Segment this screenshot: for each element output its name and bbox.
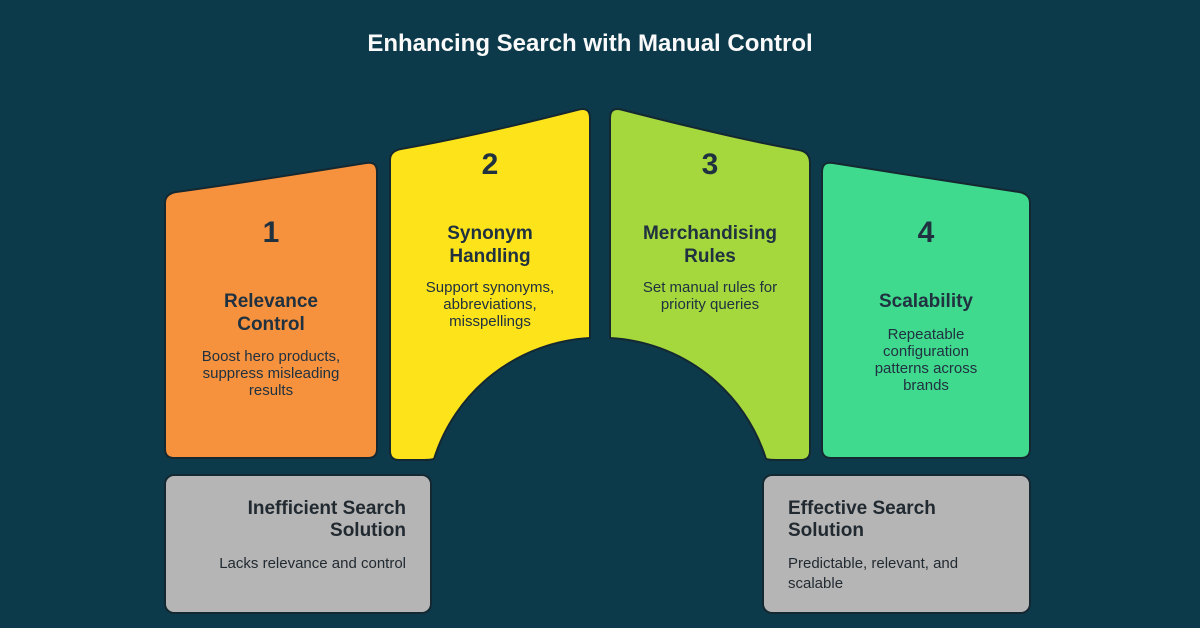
panel-3-title: Merchandising Rules: [642, 223, 778, 267]
panel-4: 4 Scalability Repeatable configuration p…: [822, 0, 1030, 460]
panel-1-title: Relevance Control: [223, 291, 318, 335]
panel-1-number: 1: [262, 216, 280, 249]
panel-4-number: 4: [917, 216, 935, 249]
panel-1: 1 Relevance Control Boost hero products,…: [165, 0, 377, 460]
inefficient-search-box: Inefficient Search Solution Lacks releva…: [164, 474, 432, 614]
panel-3-body: Set manual rules for priority queries: [642, 279, 778, 313]
panel-3: 3 Merchandising Rules Set manual rules f…: [610, 0, 810, 460]
panel-4-body: Repeatable configuration patterns across…: [874, 326, 978, 394]
panel-2-body: Support synonyms, abbreviations, misspel…: [425, 279, 555, 330]
panel-3-number: 3: [701, 148, 719, 181]
panel-2-shape: [389, 108, 591, 461]
panel-2-title: Synonym Handling: [447, 223, 533, 267]
inefficient-search-body: Lacks relevance and control: [219, 555, 406, 572]
page-title: Enhancing Search with Manual Control: [367, 30, 813, 57]
panel-2-number: 2: [481, 148, 499, 181]
panel-4-shape: [821, 161, 1031, 459]
panel-1-shape: [164, 161, 378, 459]
panel-2: 2 Synonym Handling Support synonyms, abb…: [390, 0, 590, 460]
inefficient-search-title: Inefficient Search Solution: [247, 498, 406, 541]
panel-1-body: Boost hero products, suppress misleading…: [201, 348, 341, 399]
effective-search-body: Predictable, relevant, and scalable: [788, 555, 959, 592]
effective-search-title: Effective Search Solution: [788, 498, 936, 541]
panel-4-title: Scalability: [879, 291, 973, 312]
effective-search-box: Effective Search Solution Predictable, r…: [762, 474, 1031, 614]
panel-3-shape: [609, 108, 811, 461]
